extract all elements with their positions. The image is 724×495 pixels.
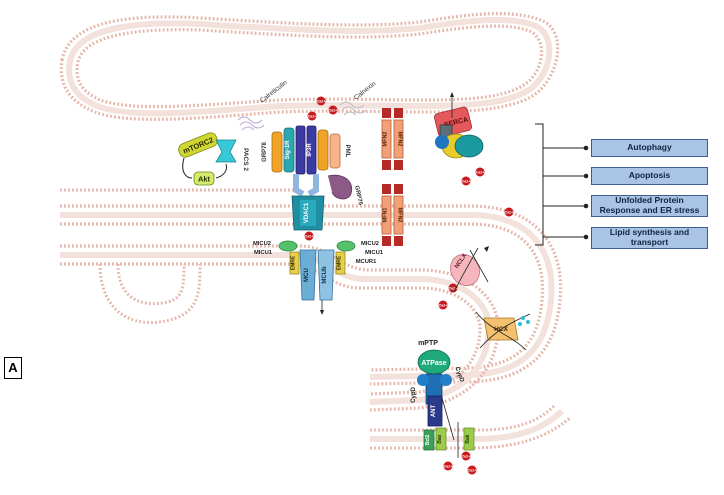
micu1-left-label: MICU1 (254, 250, 273, 256)
outcome-bracket (535, 123, 589, 246)
calcium-ion-label: Ca2+ (505, 211, 514, 215)
micu2-right-label: MICU2 (361, 241, 379, 247)
calcium-ion-label: Ca2+ (329, 109, 338, 113)
cypd-left-label: CypD (411, 387, 417, 403)
calcium-ion-label: Ca2+ (444, 465, 453, 469)
grp78-label: GRP78 (262, 142, 268, 162)
grp75: GRP75 (327, 174, 363, 206)
calcium-ion (475, 167, 485, 177)
calcium-ion-label: Ca2+ (317, 100, 326, 104)
serca-pump: SERCA (434, 92, 484, 159)
mptp-complex: mPTP ATPase ANT CypD CypD (411, 340, 465, 441)
calcium-ion (461, 176, 471, 186)
pacs2-label: PACS 2 (242, 148, 249, 171)
calcium-ion-label: Ca2+ (449, 287, 458, 291)
vdac1: VDAC1 (291, 195, 325, 231)
mcur1-label: MCUR1 (356, 259, 377, 265)
outcome-apoptosis: Apoptosis (591, 167, 708, 185)
outcome-upr-er-stress: Unfolded Protein Response and ER stress (591, 195, 708, 217)
calcium-ion (304, 231, 314, 241)
ip3r-label: IP3R (307, 143, 313, 157)
calcium-ion-label: Ca2+ (476, 171, 485, 175)
mcub-label: MCUb (322, 266, 328, 284)
calcium-ion-label: Ca2+ (468, 469, 477, 473)
mfn1-label: MFN1 (383, 208, 389, 223)
calcium-ion (307, 111, 317, 121)
cypd-right-label: CypD (453, 366, 464, 383)
bcl2-family: Bcl2 Bax Bak (423, 422, 475, 458)
bcl2-label: Bcl2 (425, 435, 431, 446)
calcium-ion-label: Ca2+ (308, 115, 317, 119)
mfn2-pair-top: MFN2 MFN2 (381, 108, 404, 170)
er-membrane (59, 12, 560, 192)
calcium-ion (467, 465, 477, 475)
vdac-label: VDAC1 (304, 202, 310, 223)
calcium-ion (328, 105, 338, 115)
mptp-label: mPTP (418, 340, 438, 347)
calcium-ion (316, 96, 326, 106)
nclx-exchanger: NCLX (450, 246, 489, 293)
calcium-ion-label: Ca2+ (462, 180, 471, 184)
atpase-label: ATPase (421, 360, 446, 367)
mcu-label: MCU (304, 268, 310, 282)
calcium-ions: Ca2+ Ca2+ Ca2+ Ca2+ Ca2+ Ca2+ Ca2+ Ca2+ Ca2+ Ca2+… (304, 96, 514, 475)
ant-label: ANT (431, 405, 437, 418)
bak-label: Bak (465, 434, 471, 443)
mtorc2-complex: mTORC2 PACS 2 Akt (178, 132, 249, 186)
bax-label: Bax (437, 434, 443, 443)
calcium-ion (504, 207, 514, 217)
mfn2-b-label: MFN2 (397, 132, 403, 147)
grp75-label: GRP75 (353, 185, 363, 206)
calcium-ion (438, 300, 448, 310)
calcium-ion-label: Ca2+ (305, 235, 314, 239)
pml-label: PML (344, 145, 350, 158)
ip3r-complex: GRP78 Sig-1R IP3R PML (262, 125, 350, 197)
mfn2-a-label: MFN2 (383, 132, 389, 147)
hcx-exchanger: HCX (475, 311, 531, 351)
mcu-complex: MICU2 MICU1 EMRE MCU MCUb EMRE MICU2 MIC… (253, 240, 384, 315)
calcium-ion (443, 461, 453, 471)
micu1-right-label: MICU1 (365, 250, 384, 256)
sigma1r-label: Sig-1R (285, 140, 291, 160)
calcium-ion-label: Ca2+ (462, 455, 471, 459)
panel-label: A (4, 357, 22, 379)
emre-right-label: EMRE (337, 255, 343, 270)
calcium-ion (461, 451, 471, 461)
micu2-left-label: MICU2 (253, 241, 271, 247)
outcome-lipid-synthesis: Lipid synthesis and transport (591, 227, 708, 249)
mfn2-c-label: MFN2 (397, 208, 403, 223)
mfn-pair-bottom: MFN1 MFN2 (381, 184, 404, 246)
emre-left-label: EMRE (291, 255, 297, 270)
akt-label: Akt (198, 175, 211, 184)
calcium-ion-label: Ca2+ (439, 304, 448, 308)
outcome-autophagy: Autophagy (591, 139, 708, 157)
